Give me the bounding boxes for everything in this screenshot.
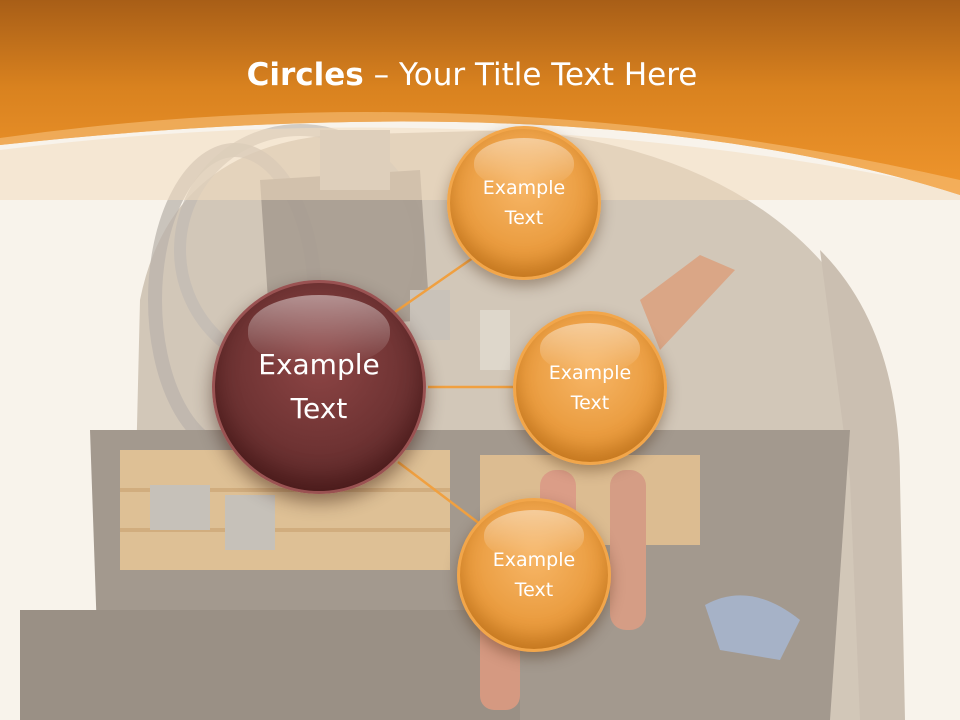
outer-circle-top[interactable]: Example Text (447, 126, 601, 280)
outer-circle-label: Example Text (492, 549, 576, 601)
outer-circle-label: Example Text (482, 177, 566, 229)
outer-circle-bottom[interactable]: Example Text (457, 498, 611, 652)
outer-circle-label: Example Text (548, 362, 632, 414)
slide-title: Circles – Your Title Text Here (0, 52, 944, 98)
connector-bottom (397, 461, 481, 525)
connector-top (394, 251, 481, 314)
title-rest: – Your Title Text Here (363, 57, 698, 93)
outer-circle-middle[interactable]: Example Text (513, 311, 667, 465)
center-circle[interactable]: Example Text (212, 280, 426, 494)
title-bold: Circles (246, 57, 364, 93)
center-circle-label: Example Text (258, 348, 380, 425)
